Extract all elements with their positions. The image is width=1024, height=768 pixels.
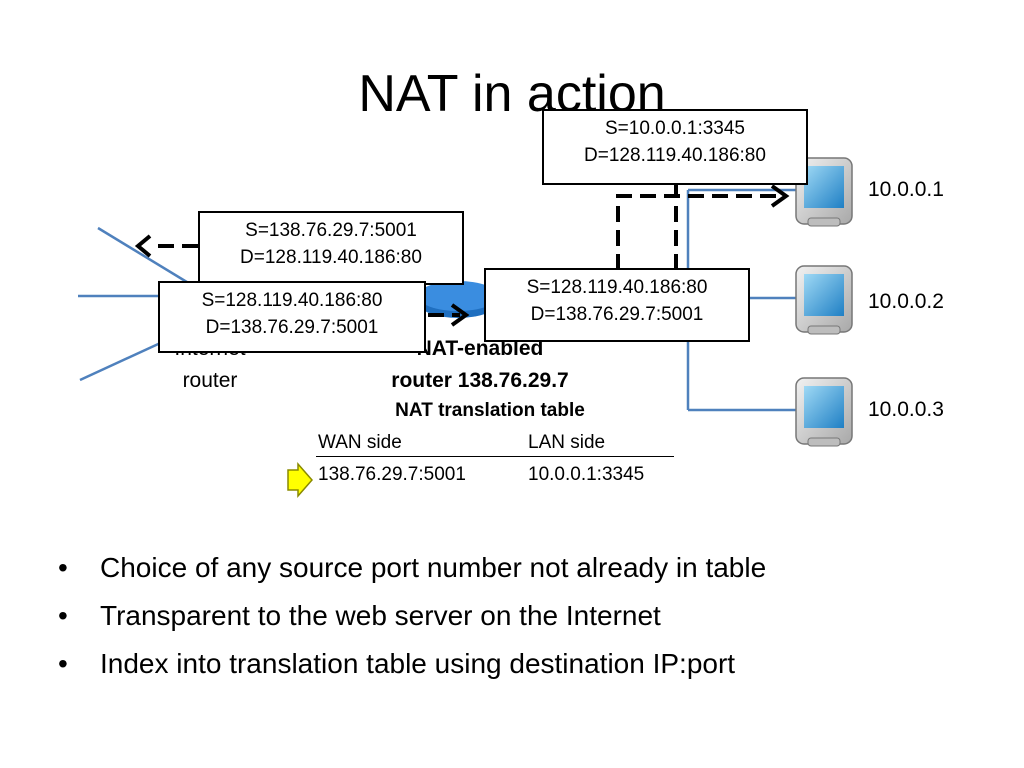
nat-table-rule bbox=[316, 456, 674, 457]
nat-table-title: NAT translation table bbox=[395, 400, 585, 421]
nat-table-cell-wan: 138.76.29.7:5001 bbox=[318, 464, 466, 485]
packet-reply-lan: S=128.119.40.186:80 D=138.76.29.7:5001 bbox=[484, 268, 750, 342]
host-label: 10.0.0.1 bbox=[868, 178, 944, 201]
router-icon bbox=[418, 281, 498, 318]
arrow-right-icon bbox=[287, 462, 313, 498]
nat-table-header-lan: LAN side bbox=[528, 432, 606, 453]
packet-outgoing-wan: S=138.76.29.7:5001 D=128.119.40.186:80 bbox=[198, 211, 464, 285]
host-label: 10.0.0.2 bbox=[868, 290, 944, 313]
monitor-icon bbox=[795, 265, 853, 335]
bullet-item: •Choice of any source port number not al… bbox=[58, 552, 767, 583]
bullet-item: •Index into translation table using dest… bbox=[58, 648, 736, 679]
monitor-icon bbox=[795, 377, 853, 447]
arrowheads bbox=[134, 184, 790, 327]
packet-reply-wan: S=128.119.40.186:80 D=138.76.29.7:5001 bbox=[158, 281, 426, 353]
packet-outgoing-lan: S=10.0.0.1:3345 D=128.119.40.186:80 bbox=[542, 109, 808, 185]
nat-table-cell-lan: 10.0.0.1:3345 bbox=[528, 464, 645, 485]
nat-table-header-wan: WAN side bbox=[318, 432, 402, 453]
flow-arrows bbox=[158, 180, 780, 317]
bullet-list: •Choice of any source port number not al… bbox=[58, 544, 766, 688]
host-label: 10.0.0.3 bbox=[868, 398, 944, 421]
nat-router-label: NAT-enabled router 138.76.29.7 bbox=[391, 337, 569, 392]
monitor-icon bbox=[795, 157, 853, 227]
bullet-item: •Transparent to the web server on the In… bbox=[58, 600, 661, 631]
